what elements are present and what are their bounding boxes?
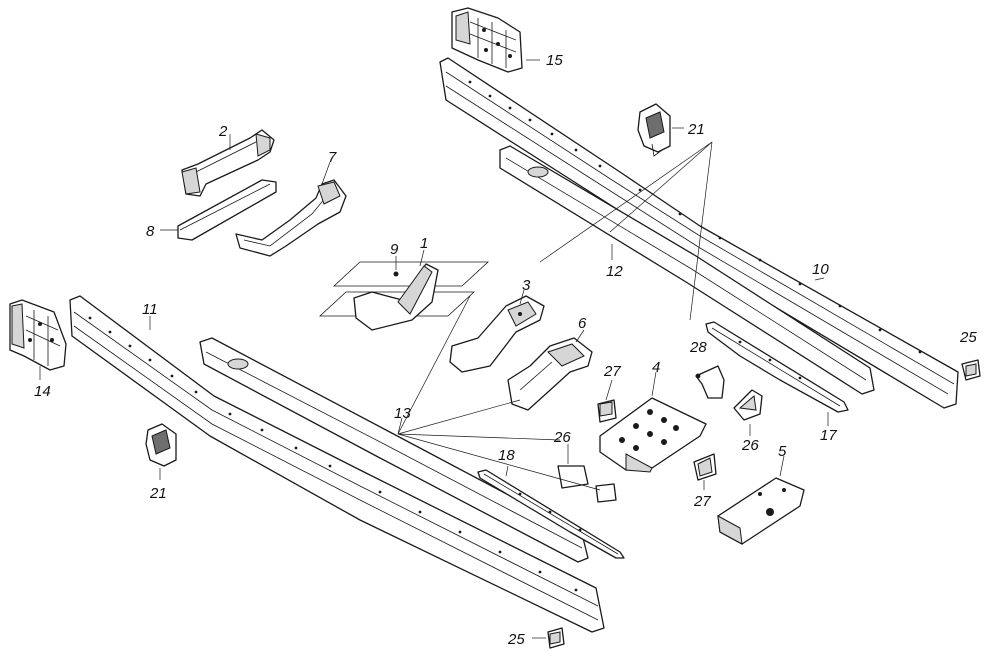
part-12-reinforcement (499, 145, 875, 395)
label-18: 18 (498, 447, 515, 464)
label-3: 3 (522, 277, 531, 294)
part-25-clip-bottom (547, 627, 565, 649)
part-7-crossbeam (235, 179, 347, 257)
part-8-bar (177, 179, 277, 241)
label-25a: 25 (959, 329, 977, 346)
leader-27a (605, 379, 613, 401)
part-4-plate (599, 397, 707, 473)
part-26-clip-center (557, 465, 617, 503)
part-10-side-member (439, 57, 959, 409)
leader-6 (575, 329, 585, 343)
part-11-side-member (69, 295, 605, 633)
label-11: 11 (142, 301, 158, 318)
leader-4 (651, 371, 657, 397)
part-27-clip-lower (693, 453, 717, 481)
part-17-strip (705, 321, 849, 413)
part-3-bracket (449, 295, 545, 373)
leader-1 (419, 249, 425, 267)
part-28-clamp (695, 365, 725, 399)
leader-7 (321, 161, 331, 185)
label-10: 10 (812, 261, 829, 278)
part-13-reinforcement (199, 337, 589, 563)
label-8: 8 (146, 223, 155, 240)
label-4: 4 (652, 359, 660, 376)
label-5: 5 (778, 443, 787, 460)
label-27b: 27 (693, 493, 711, 510)
part-5-box (717, 477, 805, 545)
part-21-bracket-lower (145, 423, 177, 467)
part-1-gusset (318, 261, 490, 331)
label-7: 7 (328, 149, 337, 166)
label-14: 14 (34, 383, 51, 400)
label-15: 15 (546, 52, 563, 69)
leader-13 (397, 417, 403, 435)
label-1: 1 (420, 235, 428, 252)
leader-fan-21 (539, 141, 713, 321)
part-2-crossmember-tube (181, 129, 275, 197)
part-25-clip-right (961, 359, 981, 381)
label-21b: 21 (149, 485, 167, 502)
leader-5 (779, 455, 785, 477)
part-6-bracket (507, 337, 593, 411)
label-25b: 25 (507, 631, 525, 648)
label-12: 12 (606, 263, 623, 280)
part-18-strip (477, 469, 625, 559)
label-28: 28 (689, 339, 707, 356)
part-26-clip-right (733, 389, 763, 421)
label-27a: 27 (603, 363, 621, 380)
label-6: 6 (578, 315, 587, 332)
part-27-clip-upper (597, 399, 617, 423)
label-2: 2 (218, 123, 228, 140)
label-21a: 21 (687, 121, 705, 138)
label-13: 13 (394, 405, 411, 422)
part-14-bracket (9, 299, 67, 371)
leader-fan-13 (397, 295, 601, 491)
part-21-bracket-upper (637, 103, 671, 157)
label-26b: 26 (741, 437, 759, 454)
leader-10 (814, 277, 825, 281)
label-26a: 26 (553, 429, 571, 446)
part-15-bracket (451, 7, 523, 73)
leader-18 (505, 465, 509, 477)
label-9: 9 (390, 241, 399, 258)
leader-3 (519, 289, 525, 305)
label-17: 17 (820, 427, 837, 444)
